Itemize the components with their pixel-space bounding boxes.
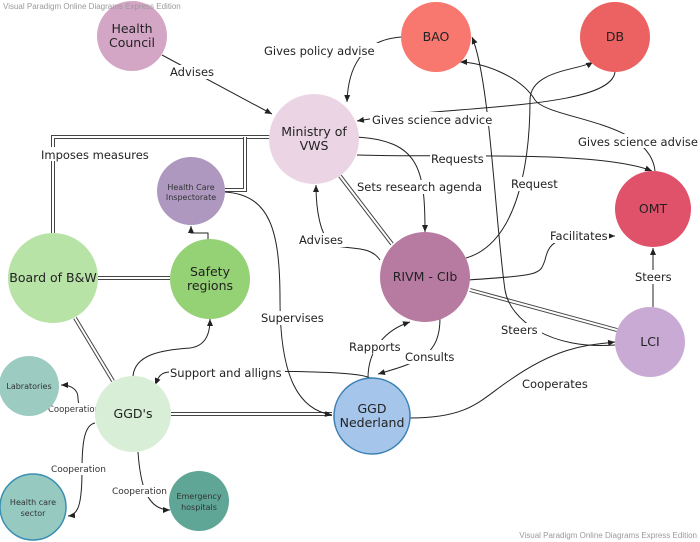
node-label: Council — [109, 35, 155, 50]
label-advises-rivm: Advises — [299, 233, 343, 247]
node-bao[interactable]: BAO — [401, 2, 471, 72]
label-supervises: Supervises — [261, 311, 324, 325]
label-rapports: Rapports — [349, 340, 401, 354]
node-label: BAO — [423, 29, 450, 44]
node-safety-regions[interactable]: Safety regions — [170, 239, 250, 319]
node-lci[interactable]: LCI — [615, 307, 685, 377]
watermark-bottom: Visual Paradigm Online Diagrams Express … — [519, 531, 697, 540]
node-health-care-inspectorate[interactable]: Health Care Inspectorate — [157, 157, 225, 225]
node-ggds[interactable]: GGD's — [95, 376, 171, 452]
label-advises: Advises — [170, 65, 214, 79]
label-cooperates: Cooperates — [522, 377, 588, 391]
node-rivm-cib[interactable]: RIVM - CIb — [380, 232, 470, 322]
label-steers-lci: Steers — [501, 323, 538, 337]
label-requests: Requests — [431, 152, 484, 166]
node-ggd-nederland[interactable]: GGD Nederland — [333, 377, 411, 455]
node-emergency-hospitals[interactable]: Emergency hospitals — [169, 471, 229, 531]
label-gives-policy: Gives policy advise — [264, 44, 375, 58]
node-ministry-vws[interactable]: Ministry of VWS — [269, 94, 359, 184]
node-board-bw[interactable]: Board of B&W — [8, 233, 98, 323]
node-label: GGD — [358, 401, 387, 416]
label-gives-science: Gives science advice — [372, 113, 492, 127]
watermark-top: Visual Paradigm Online Diagrams Express … — [3, 2, 181, 11]
node-label: RIVM - CIb — [393, 269, 458, 284]
node-label: DB — [606, 29, 624, 44]
label-sets-agenda: Sets research agenda — [357, 180, 482, 194]
label-gives-science-omt: Gives science advise — [578, 135, 698, 149]
label-coop-sector: Cooperation — [51, 465, 106, 475]
node-health-care-sector[interactable]: Health care sector — [0, 473, 67, 541]
node-label: sector — [21, 509, 47, 518]
label-coop-emergency: Cooperation — [112, 487, 167, 497]
label-facilitates: Facilitates — [550, 229, 608, 243]
node-health-council[interactable]: Health Council — [97, 1, 167, 71]
node-label: VWS — [300, 138, 329, 153]
label-imposes: Imposes measures — [41, 148, 149, 162]
node-label: Health care — [10, 498, 56, 507]
label-consults: Consults — [405, 350, 454, 364]
node-label: Emergency — [176, 492, 221, 501]
label-steers-omt: Steers — [635, 270, 672, 284]
node-label: Health Care — [167, 183, 214, 192]
node-label: Inspectorate — [166, 193, 216, 202]
label-coop-labs: Cooperation — [48, 405, 100, 415]
node-label: OMT — [639, 201, 668, 216]
label-support: Support and alligns — [170, 366, 282, 380]
node-laboratories[interactable]: Labratories — [0, 356, 59, 416]
double-edges — [51, 135, 618, 416]
label-request: Request — [511, 177, 558, 191]
node-label: LCI — [640, 334, 659, 349]
node-label: Board of B&W — [9, 270, 96, 285]
node-label: Ministry of — [281, 124, 347, 139]
node-label: Nederland — [340, 415, 405, 430]
node-label: GGD's — [114, 406, 153, 421]
node-label: hospitals — [181, 503, 217, 512]
edge-labels: Advises Gives policy advise Gives scienc… — [40, 43, 700, 497]
node-label: Safety — [190, 264, 231, 279]
node-db[interactable]: DB — [580, 2, 650, 72]
node-label: Labratories — [6, 382, 51, 391]
node-omt[interactable]: OMT — [615, 171, 691, 247]
node-label: regions — [187, 278, 233, 293]
node-label: Health — [111, 21, 152, 36]
